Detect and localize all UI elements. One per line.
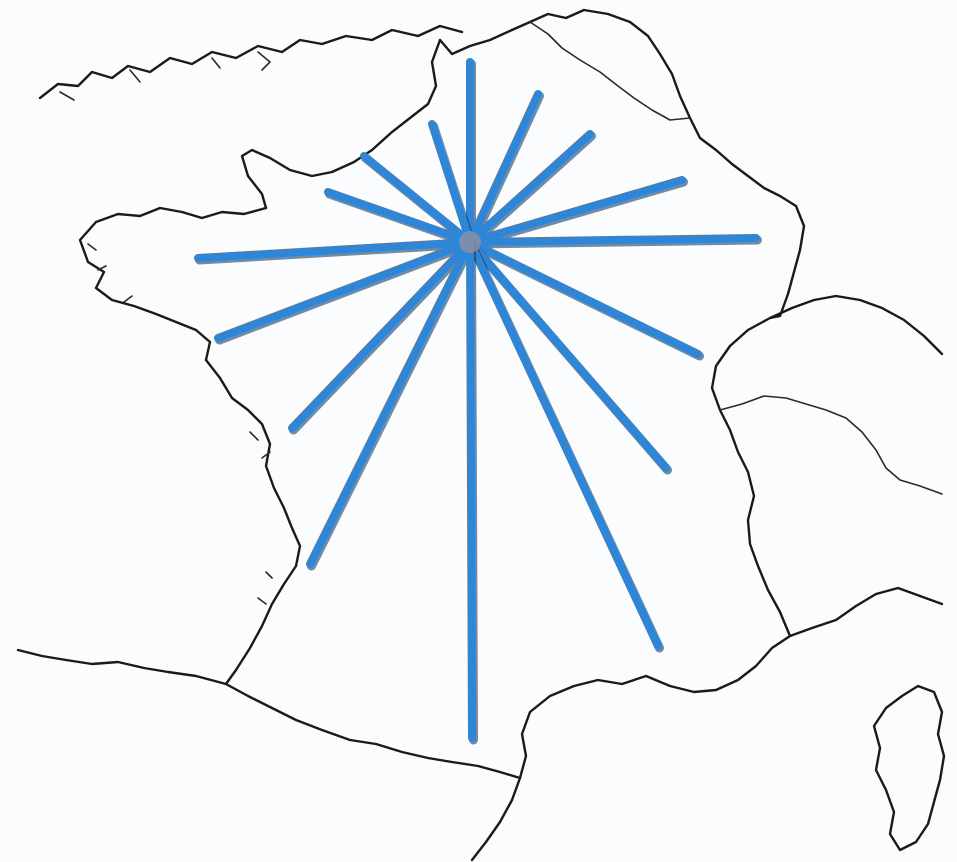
swiss-border	[719, 395, 943, 495]
italy-coastline	[788, 586, 944, 638]
rail-route-8	[466, 234, 760, 246]
rail-route-12	[288, 238, 474, 432]
rail-route-7	[324, 188, 474, 246]
rail-route-4	[466, 130, 594, 246]
england-coastline	[38, 24, 464, 100]
rail-route-6	[466, 176, 686, 246]
brittany-islands	[87, 243, 133, 303]
eastern-border	[582, 8, 806, 320]
catalonia-coast	[470, 776, 522, 862]
channel-coastline	[240, 38, 442, 210]
rail-route-11	[466, 238, 702, 358]
corsica-coastline	[872, 684, 946, 852]
rail-routes	[194, 58, 762, 745]
belgium-border	[529, 21, 691, 121]
rail-route-10	[214, 238, 474, 342]
rail-route-13	[466, 238, 670, 472]
atlantic-islands	[249, 431, 273, 605]
mediterranean-coastline	[518, 634, 792, 780]
north-coastline	[438, 8, 586, 56]
paris-hub-marker	[459, 231, 481, 253]
rail-route-16	[466, 238, 476, 742]
rail-route-5	[360, 152, 474, 246]
atlantic-coastline	[204, 358, 302, 686]
alps-border	[710, 294, 944, 638]
rail-route-3	[428, 120, 474, 246]
pyrenees-border	[224, 682, 522, 780]
spain-north-coast	[16, 648, 228, 686]
rail-route-14	[306, 238, 474, 568]
england-coastline-detail	[59, 51, 271, 101]
brittany-coastline	[78, 206, 268, 362]
rail-route-2	[466, 90, 542, 246]
rail-route-9	[194, 238, 474, 262]
rail-route-15	[466, 238, 662, 650]
